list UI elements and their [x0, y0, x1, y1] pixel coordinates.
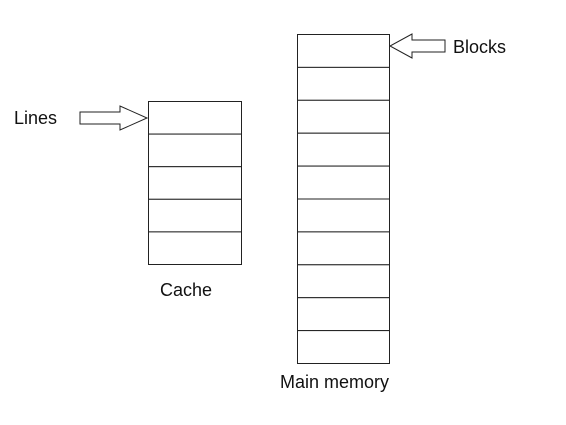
main-memory-column: [297, 34, 390, 365]
cache-line-5: [148, 231, 242, 265]
memory-block-5: [297, 165, 390, 200]
memory-block-9: [297, 297, 390, 332]
blocks-label: Blocks: [453, 37, 506, 57]
lines-pointer: Lines: [14, 105, 149, 131]
cache-caption: Cache: [160, 280, 212, 300]
lines-label: Lines: [14, 108, 57, 128]
cache-column: [148, 101, 242, 265]
memory-block-1: [297, 34, 390, 68]
cache-line-2: [148, 133, 242, 168]
cache-line-3: [148, 166, 242, 200]
memory-block-10: [297, 330, 390, 365]
memory-block-3: [297, 99, 390, 134]
blocks-pointer: Blocks: [388, 33, 506, 59]
memory-block-8: [297, 264, 390, 299]
memory-block-6: [297, 198, 390, 233]
memory-block-2: [297, 66, 390, 101]
memory-block-7: [297, 231, 390, 266]
main-memory-caption: Main memory: [280, 372, 389, 392]
cache-line-4: [148, 198, 242, 233]
memory-block-4: [297, 132, 390, 167]
blocks-arrow-icon: [388, 33, 446, 59]
cache-line-1: [148, 101, 242, 135]
lines-arrow-icon: [79, 105, 149, 131]
